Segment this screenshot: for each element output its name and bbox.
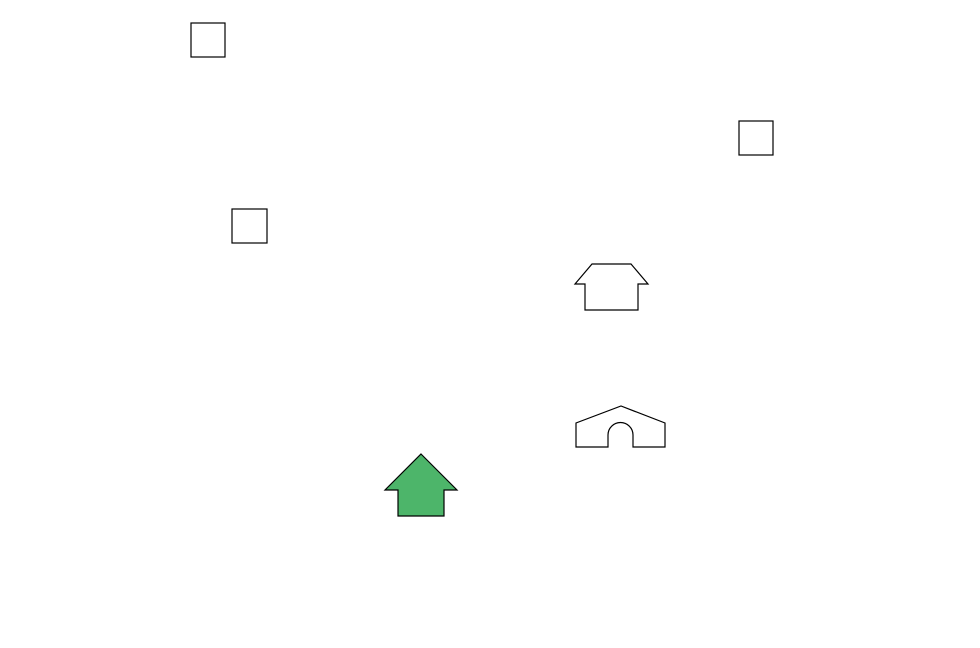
square-icon[interactable] [231, 208, 268, 244]
square-icon[interactable] [190, 22, 226, 58]
arch-icon[interactable] [575, 405, 666, 448]
house-icon[interactable] [573, 263, 650, 311]
square-icon[interactable] [738, 120, 774, 156]
up-arrow-icon[interactable] [383, 453, 459, 517]
